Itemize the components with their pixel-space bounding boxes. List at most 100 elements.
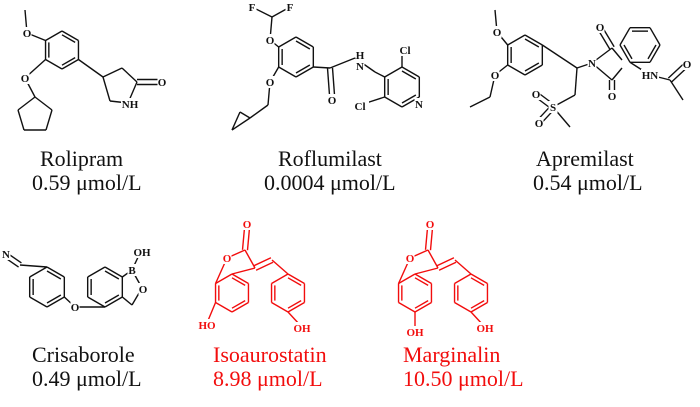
ring-bond — [87, 266, 106, 278]
aromatic-bond — [623, 44, 633, 60]
bond — [17, 96, 36, 111]
ring-bond — [104, 296, 123, 308]
atom-label: O — [71, 302, 80, 314]
ring-bond — [231, 301, 249, 313]
bond — [231, 117, 251, 131]
aromatic-bond — [231, 299, 246, 309]
bond — [574, 67, 578, 96]
isoaurostatin-ic50: 8.98 μmol/L — [213, 366, 323, 391]
atom-label: O — [493, 27, 502, 39]
atom-label: N — [588, 58, 596, 70]
bond — [469, 96, 491, 108]
ring-bond — [46, 266, 65, 278]
atom-label: O — [608, 91, 617, 103]
atom-label: B — [128, 265, 136, 277]
aromatic-bond — [295, 40, 311, 50]
bond — [427, 249, 439, 269]
atom-label: N — [415, 99, 423, 111]
ring-bond — [649, 44, 661, 63]
ring-bond — [61, 30, 79, 42]
aromatic-bond — [104, 270, 120, 280]
bond — [669, 79, 684, 101]
ring-bond — [649, 27, 661, 46]
ring-bond — [271, 273, 289, 285]
aromatic-bond — [414, 277, 429, 287]
bond — [271, 259, 289, 275]
ring-bond — [46, 296, 65, 308]
double-bond — [8, 253, 22, 264]
ring-bond — [454, 273, 472, 285]
bond — [102, 76, 111, 102]
atom-label: O — [532, 89, 541, 101]
aromatic-bond — [524, 62, 540, 72]
roflumilast-name: Roflumilast — [278, 146, 382, 171]
aromatic-bond — [287, 277, 302, 287]
ring-bond — [29, 266, 48, 278]
double-bond — [438, 261, 457, 271]
double-bond — [253, 257, 272, 267]
ring-bond — [384, 66, 403, 78]
double-bond — [436, 257, 455, 267]
aromatic-bond — [470, 277, 485, 287]
bond — [611, 67, 623, 81]
ring-bond — [401, 66, 420, 78]
double-bond — [331, 67, 336, 95]
aromatic-bond — [414, 299, 429, 309]
ring-bond — [524, 64, 543, 76]
ring-bond — [271, 301, 289, 313]
bond — [231, 267, 256, 275]
bond — [249, 104, 269, 119]
bond — [121, 296, 133, 306]
atom-label: OH — [133, 247, 151, 259]
bond — [17, 109, 25, 131]
aromatic-bond — [401, 70, 417, 80]
atom-label: O — [426, 219, 435, 231]
bond — [454, 259, 472, 275]
bond — [121, 67, 138, 83]
ring-bond — [295, 66, 314, 78]
ring-bond — [87, 296, 106, 308]
ring-bond — [278, 66, 297, 78]
aromatic-bond — [401, 94, 417, 104]
aromatic-bond — [470, 299, 485, 309]
ring-bond — [414, 273, 432, 285]
bond — [541, 44, 578, 69]
bond — [19, 264, 48, 268]
double-bond — [246, 228, 251, 251]
ring-bond — [414, 301, 432, 313]
atom-label: O — [535, 118, 544, 130]
atom-label: O — [158, 77, 167, 89]
atom-label: F — [287, 2, 294, 14]
rolipram-ic50: 0.59 μmol/L — [32, 170, 142, 195]
bond — [374, 71, 386, 78]
double-bond — [255, 261, 274, 271]
atom-label: O — [21, 73, 30, 85]
roflumilast-ic50: 0.0004 μmol/L — [264, 170, 396, 195]
double-bond — [326, 68, 331, 96]
aromatic-bond — [61, 56, 76, 66]
aromatic-bond — [46, 270, 62, 280]
aromatic-bond — [231, 277, 246, 287]
bond — [45, 109, 53, 131]
atom-label: O — [223, 253, 232, 265]
ring-bond — [29, 296, 48, 308]
bond — [313, 66, 331, 69]
marginalin-name: Marginalin — [403, 342, 501, 367]
double-bond — [671, 67, 688, 83]
double-bond — [429, 228, 434, 251]
crisaborole-ic50: 0.49 μmol/L — [32, 366, 142, 391]
marginalin-ic50: 10.50 μmol/L — [403, 366, 524, 391]
atom-label: O — [243, 219, 252, 231]
ring-bond — [398, 273, 416, 285]
rolipram-name: Rolipram — [40, 146, 124, 171]
ring-bond — [398, 301, 416, 313]
atom-label: F — [249, 2, 256, 14]
bond — [231, 111, 241, 131]
